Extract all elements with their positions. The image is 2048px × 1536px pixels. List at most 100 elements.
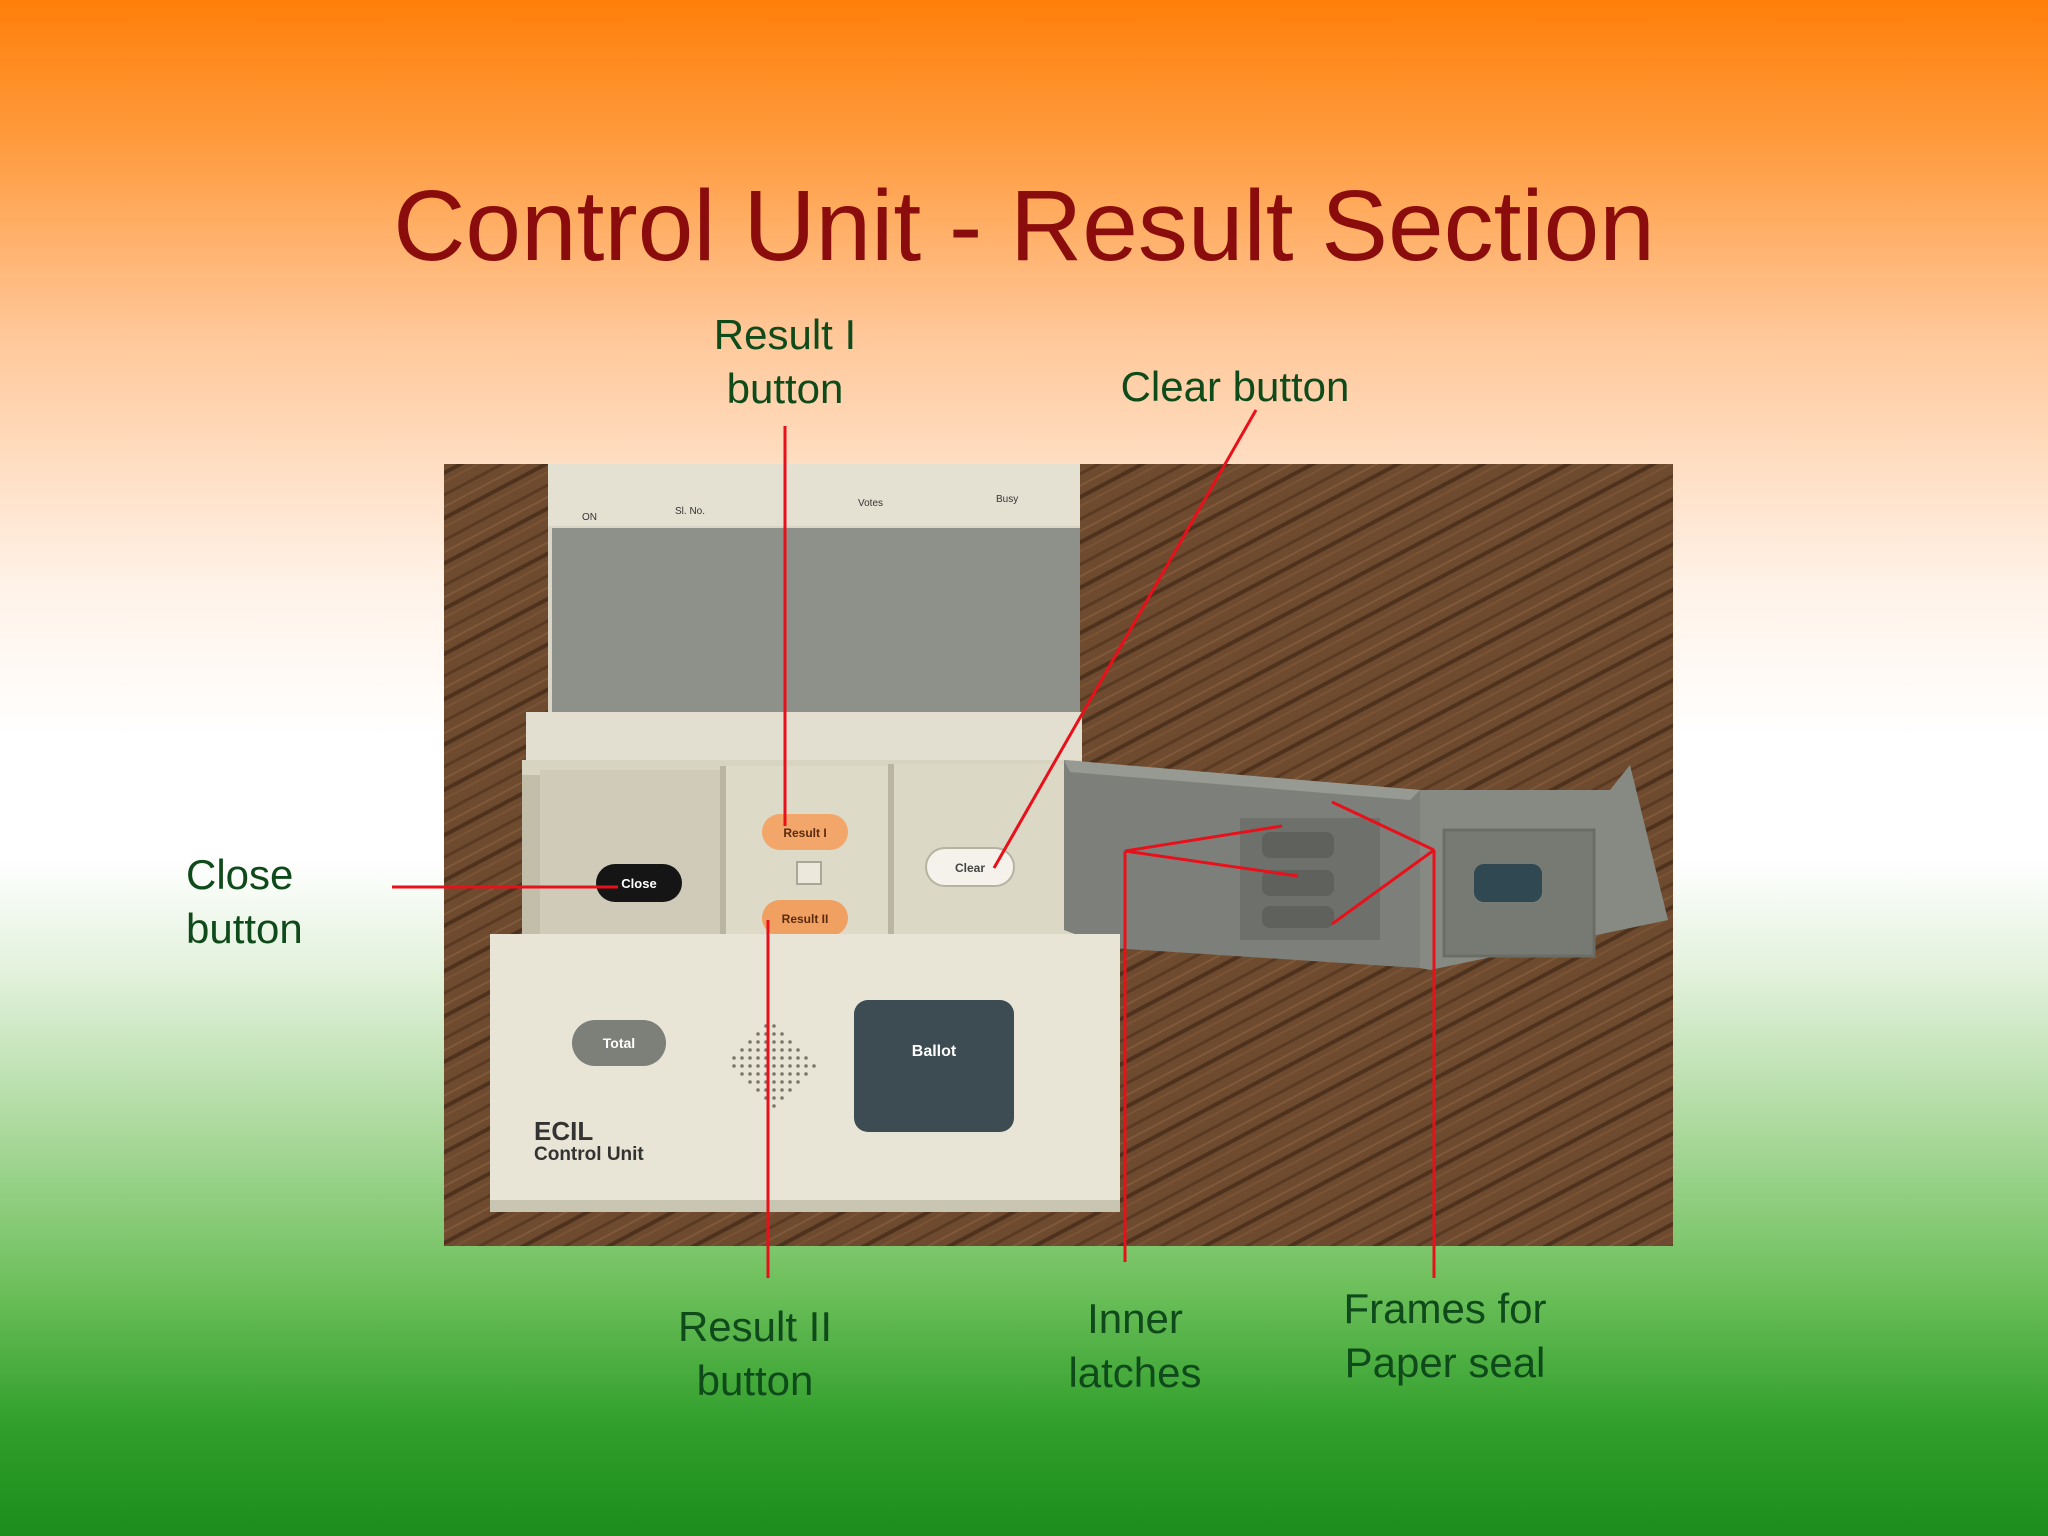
grille-hole [732, 1064, 736, 1068]
grille-hole [748, 1064, 752, 1068]
brand-logo: ECIL [534, 1116, 593, 1146]
grille-hole [748, 1072, 752, 1076]
grille-hole [740, 1072, 744, 1076]
grille-hole [796, 1048, 800, 1052]
grille-hole [796, 1064, 800, 1068]
grille-hole [748, 1040, 752, 1044]
grille-hole [748, 1056, 752, 1060]
total-button[interactable] [572, 1020, 666, 1066]
grille-hole [732, 1056, 736, 1060]
callout-inner-latches: Inner latches [1030, 1292, 1240, 1400]
grille-hole [780, 1064, 784, 1068]
close-button-label: Close [621, 876, 656, 891]
clear-button-label: Clear [955, 861, 985, 875]
grille-hole [804, 1056, 808, 1060]
grille-hole [756, 1032, 760, 1036]
ballot-button[interactable] [854, 1000, 1014, 1132]
grille-hole [772, 1096, 776, 1100]
callout-result-i-line1: Result I [713, 311, 857, 358]
grille-hole [812, 1064, 816, 1068]
result-ii-button[interactable] [762, 900, 848, 936]
grille-hole [788, 1040, 792, 1044]
grille-hole [756, 1080, 760, 1084]
close-compartment [540, 770, 720, 955]
grille-hole [772, 1088, 776, 1092]
grille-hole [772, 1040, 776, 1044]
grille-hole [756, 1088, 760, 1092]
grille-hole [740, 1056, 744, 1060]
grille-hole [772, 1048, 776, 1052]
grille-hole [756, 1048, 760, 1052]
grille-hole [796, 1080, 800, 1084]
slide-title: Control Unit - Result Section [393, 170, 1655, 282]
grille-hole [788, 1056, 792, 1060]
grille-hole [788, 1064, 792, 1068]
grille-hole [740, 1048, 744, 1052]
ballot-button-label: Ballot [912, 1043, 957, 1060]
grille-hole [740, 1064, 744, 1068]
grille-hole [772, 1080, 776, 1084]
header-label-slno: Sl. No. [675, 506, 705, 517]
grille-hole [772, 1024, 776, 1028]
header-label-votes: Votes [858, 498, 883, 509]
callout-inner-latches-line1: Inner [1087, 1295, 1183, 1342]
callout-inner-latches-line2: latches [1068, 1349, 1202, 1396]
grille-hole [780, 1056, 784, 1060]
callout-result-i-line2: button [726, 365, 844, 412]
grille-hole [748, 1080, 752, 1084]
inner-latches-leader-a [1124, 824, 1283, 853]
grille-hole [796, 1056, 800, 1060]
callout-frames-line1: Frames for [1343, 1285, 1547, 1332]
grille-hole [756, 1056, 760, 1060]
grille-hole [772, 1072, 776, 1076]
grille-hole [804, 1064, 808, 1068]
frames-leader-a [1331, 800, 1435, 852]
grille-hole [748, 1048, 752, 1052]
header-label-busy: Busy [996, 494, 1018, 505]
grille-hole [756, 1040, 760, 1044]
callout-frames-line2: Paper seal [1344, 1339, 1546, 1386]
grille-hole [780, 1032, 784, 1036]
grille-hole [780, 1040, 784, 1044]
clear-leader [992, 409, 1258, 869]
callout-result-i: Result I button [680, 308, 890, 416]
callout-clear-line1: Clear button [1120, 363, 1350, 410]
inner-latches-leader-b [1124, 849, 1299, 878]
result-ii-button-label: Result II [782, 912, 829, 926]
grille-hole [780, 1080, 784, 1084]
grille-hole [804, 1072, 808, 1076]
grille-hole [780, 1088, 784, 1092]
grille-hole [788, 1088, 792, 1092]
grille-hole [788, 1080, 792, 1084]
grille-hole [756, 1064, 760, 1068]
callout-result-ii: Result II button [640, 1300, 870, 1408]
seal-window [1474, 864, 1542, 902]
callout-lines [392, 409, 1436, 1278]
grille-hole [772, 1064, 776, 1068]
clear-button[interactable] [925, 847, 1015, 887]
unit-name: Control Unit [534, 1144, 644, 1165]
callout-frames: Frames for Paper seal [1310, 1282, 1580, 1390]
grille-hole [780, 1048, 784, 1052]
display-window [552, 528, 1080, 718]
header-label-on: ON [582, 512, 597, 523]
grille-hole [780, 1072, 784, 1076]
grille-hole [772, 1032, 776, 1036]
grille-hole [788, 1048, 792, 1052]
grille-hole [772, 1104, 776, 1108]
callout-result-ii-line1: Result II [677, 1303, 833, 1350]
callout-clear: Clear button [1090, 360, 1380, 414]
callout-result-ii-line2: button [696, 1357, 814, 1404]
grille-hole [780, 1096, 784, 1100]
close-button[interactable] [596, 864, 682, 902]
frames-leader-b [1331, 848, 1435, 926]
result-i-button-label: Result I [783, 826, 826, 840]
callout-close-line2: button [186, 905, 303, 952]
grille-hole [796, 1072, 800, 1076]
grille-hole [756, 1072, 760, 1076]
total-button-label: Total [603, 1035, 635, 1051]
callout-close-line1: Close [186, 851, 294, 898]
grille-hole [788, 1072, 792, 1076]
grille-hole [772, 1056, 776, 1060]
